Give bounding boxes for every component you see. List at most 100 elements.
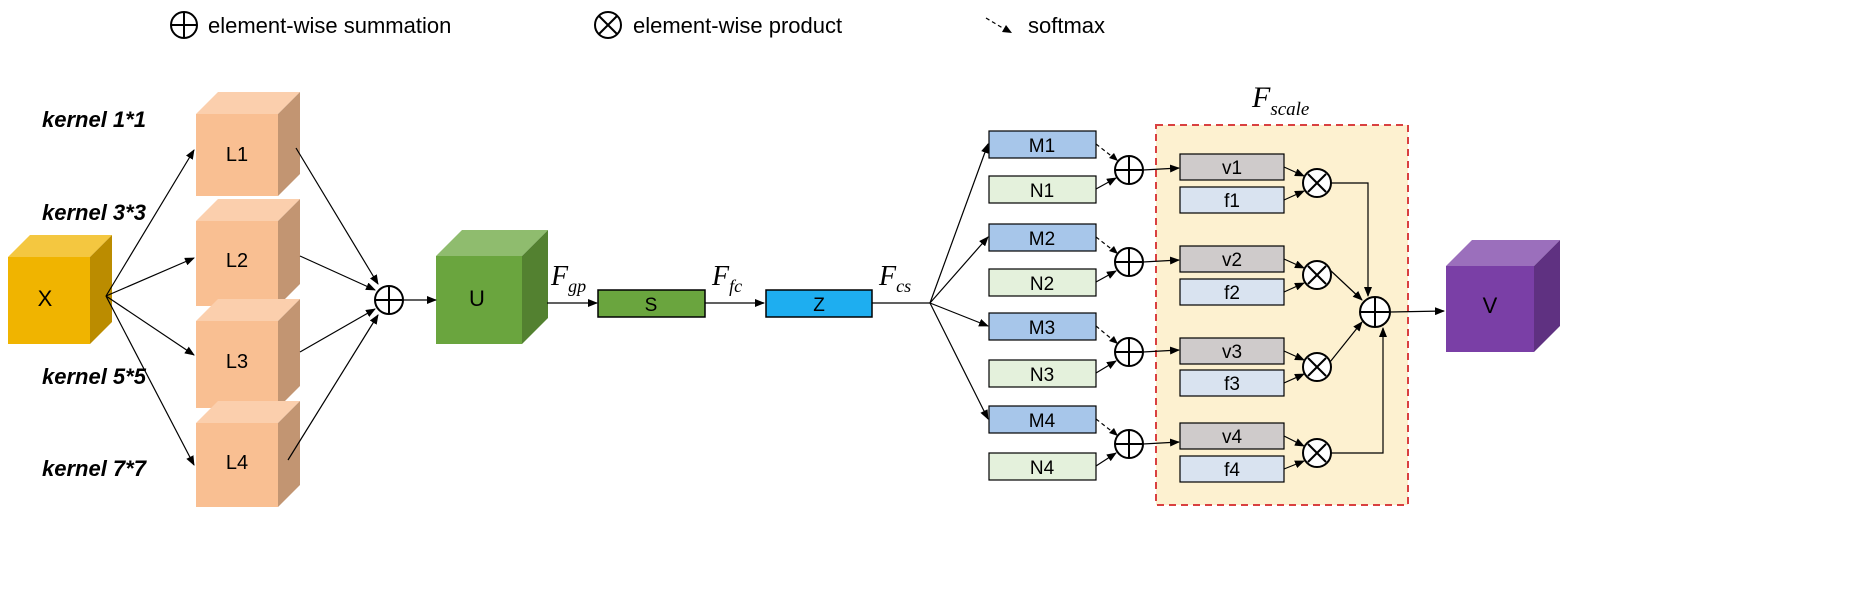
softmax-edge xyxy=(1095,418,1115,434)
m-node-box xyxy=(988,130,1097,159)
v-node-label: v4 xyxy=(1222,427,1243,448)
cube-top-face xyxy=(436,230,548,256)
v-node-label: v3 xyxy=(1222,342,1242,363)
cube-side-face xyxy=(90,235,112,344)
branch-label: L4 xyxy=(226,452,248,474)
v-node-label: v2 xyxy=(1222,250,1242,271)
cube-front-face xyxy=(196,114,278,196)
fc-operator-label: Ffc xyxy=(711,261,742,296)
m-node-box xyxy=(988,223,1097,252)
cube-side-face xyxy=(278,92,300,196)
n-node-box xyxy=(988,359,1097,388)
m-node-box xyxy=(988,405,1097,434)
kernel-label: kernel 1*1 xyxy=(42,107,146,132)
cube-front-face xyxy=(196,221,278,306)
n-node-box xyxy=(988,452,1097,481)
cube-side-face xyxy=(1534,240,1560,352)
cube-top-face xyxy=(196,299,300,321)
product-to-final-sum-edges xyxy=(1329,182,1387,454)
branch-cube-l4 xyxy=(196,401,300,507)
f-node-box xyxy=(1179,369,1285,397)
split-to-m-edges xyxy=(929,143,989,420)
n-node-box xyxy=(988,175,1097,204)
final-sum-node xyxy=(1359,296,1391,328)
scale-operator-label: Fscale xyxy=(1251,81,1309,120)
f-node-box xyxy=(1179,278,1285,306)
m-node-label: M4 xyxy=(1029,411,1056,432)
n-node-label: N3 xyxy=(1030,365,1054,386)
sum-to-v-edge xyxy=(1389,307,1445,316)
m-node-label: M2 xyxy=(1029,229,1055,250)
n-node-label: N1 xyxy=(1030,181,1054,202)
cube-top-face xyxy=(196,199,300,221)
sum-legend-label: element-wise summation xyxy=(208,13,451,38)
f-node-label: f1 xyxy=(1224,191,1240,212)
m-node-label: M3 xyxy=(1029,318,1055,339)
cube-front-face xyxy=(196,423,278,507)
branch-to-sum-edges xyxy=(287,147,379,461)
cube-front-face xyxy=(436,256,522,344)
squeeze-label: S xyxy=(645,295,658,316)
cube-top-face xyxy=(196,92,300,114)
branch-cube-l1 xyxy=(196,92,300,196)
cube-front-face xyxy=(1446,266,1534,352)
product-legend-label: element-wise product xyxy=(633,13,842,38)
squeeze-bar xyxy=(597,289,706,318)
cube-side-face xyxy=(278,401,300,507)
cube-front-face xyxy=(196,321,278,408)
n-node-label: N2 xyxy=(1030,274,1054,295)
f-node-label: f4 xyxy=(1224,460,1240,481)
v-node-box xyxy=(1179,245,1285,273)
attention-row: M3 N3 v3 f3 xyxy=(988,312,1332,397)
branch-label: L1 xyxy=(226,144,248,166)
kernel-label: kernel 7*7 xyxy=(42,456,148,481)
output-cube-v xyxy=(1446,240,1560,352)
product-legend-icon xyxy=(594,11,622,39)
branch-label: L3 xyxy=(226,351,248,373)
input-cube-x xyxy=(8,235,112,344)
cube-side-face xyxy=(522,230,548,344)
gp-operator-label: Fgp xyxy=(550,261,586,296)
attention-row: M4 N4 v4 f4 xyxy=(988,405,1332,483)
fused-cube-u xyxy=(436,230,548,344)
excite-label: Z xyxy=(813,295,825,316)
attention-row: M2 N2 v2 f2 xyxy=(988,223,1332,306)
excite-bar xyxy=(765,289,873,318)
branch-cube-l2 xyxy=(196,199,300,306)
fused-label: U xyxy=(469,286,485,311)
m-node-label: M1 xyxy=(1029,136,1055,157)
cube-top-face xyxy=(1446,240,1560,266)
v-node-label: v1 xyxy=(1222,158,1242,179)
f-node-box xyxy=(1179,186,1285,214)
input-label: X xyxy=(38,286,53,311)
cube-side-face xyxy=(278,199,300,306)
kernel-labels: kernel 1*1 kernel 3*3 kernel 5*5 kernel … xyxy=(42,107,148,481)
softmax-legend-label: softmax xyxy=(1028,13,1105,38)
cs-operator-label: Fcs xyxy=(878,261,911,296)
x-to-branch-edges xyxy=(105,149,195,466)
f-node-label: f2 xyxy=(1224,283,1240,304)
softmax-edge xyxy=(1095,325,1115,342)
output-label: V xyxy=(1483,293,1498,318)
cube-side-face xyxy=(278,299,300,408)
softmax-edge xyxy=(1095,236,1115,252)
n-node-label: N4 xyxy=(1030,458,1055,479)
softmax-legend-icon xyxy=(985,17,1012,33)
f-node-box xyxy=(1179,455,1285,483)
branch-label: L2 xyxy=(226,250,248,272)
cube-top-face xyxy=(196,401,300,423)
kernel-label: kernel 3*3 xyxy=(42,200,146,225)
sum-legend-icon xyxy=(170,11,198,39)
attention-row: M1 N1 v1 f1 xyxy=(988,130,1332,214)
sum-node-branches xyxy=(374,285,404,315)
branch-cube-l3 xyxy=(196,299,300,408)
n-node-box xyxy=(988,268,1097,297)
cube-top-face xyxy=(8,235,112,257)
kernel-label: kernel 5*5 xyxy=(42,364,147,389)
legend: element-wise summation element-wise prod… xyxy=(170,11,1105,39)
cube-front-face xyxy=(8,257,90,344)
v-node-box xyxy=(1179,153,1285,181)
softmax-edge xyxy=(1095,143,1115,159)
f-node-label: f3 xyxy=(1224,374,1240,395)
